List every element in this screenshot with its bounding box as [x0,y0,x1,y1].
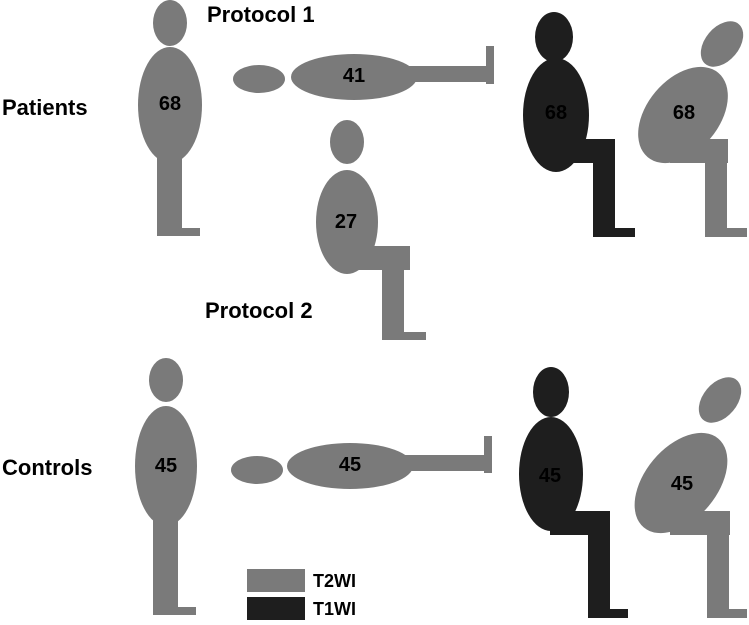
controls-standing-figure: 45 [135,358,197,615]
controls-standing-count: 45 [155,455,177,477]
leg [403,455,485,471]
shin [705,160,727,230]
shin [593,160,615,230]
controls-label: Controls [2,455,92,480]
thigh [555,139,615,163]
torso [291,54,417,100]
controls-sitting-t1-figure: 45 [519,367,628,618]
controls-flexed-figure: 45 [634,377,747,618]
patients-sitting-t1-figure: 68 [523,12,635,237]
controls-flexed-count: 45 [671,473,693,495]
patients-sitting-protocol2-count: 27 [335,211,357,233]
protocol-1-label: Protocol 1 [207,2,315,27]
shin [382,266,404,338]
leg [157,155,182,235]
patients-flexed-figure: 68 [638,21,747,237]
foot [705,228,747,237]
controls-sitting-t1-count: 45 [539,465,561,487]
leg [407,66,487,82]
head [535,12,573,62]
head [149,358,183,402]
patients-standing-count: 68 [159,93,181,115]
torso [138,47,202,163]
head [533,367,569,417]
patients-label: Patients [2,95,88,120]
patients-supine-figure: 41 [233,46,494,100]
foot [382,332,426,340]
torso [519,417,583,531]
patients-supine-count: 41 [343,65,365,87]
torso [287,443,413,489]
head [231,456,283,484]
foot [157,228,200,236]
protocol-2-label: Protocol 2 [205,298,313,323]
legend-swatch-t2wi [247,569,305,592]
legend: T2WI T1WI [247,569,356,620]
patients-sitting-t1-count: 68 [545,102,567,124]
controls-supine-figure: 45 [231,436,492,489]
shin [588,530,610,613]
leg [153,520,178,612]
patients-standing-figure: 68 [138,0,202,236]
head [698,377,742,423]
foot [153,607,196,615]
torso [135,406,197,526]
head [700,21,744,67]
patients-sitting-protocol2-figure: 27 [316,120,426,340]
foot [593,228,635,237]
head [153,0,187,46]
shin [707,530,729,613]
controls-supine-count: 45 [339,454,361,476]
foot [588,609,628,618]
patients-flexed-count: 68 [673,102,695,124]
legend-swatch-t1wi [247,597,305,620]
torso [634,432,728,534]
head [233,65,285,93]
legend-label-t1wi: T1WI [313,599,356,619]
foot [707,609,747,618]
thigh [670,139,728,163]
legend-label-t2wi: T2WI [313,571,356,591]
head [330,120,364,164]
foot [486,46,494,84]
foot [484,436,492,473]
